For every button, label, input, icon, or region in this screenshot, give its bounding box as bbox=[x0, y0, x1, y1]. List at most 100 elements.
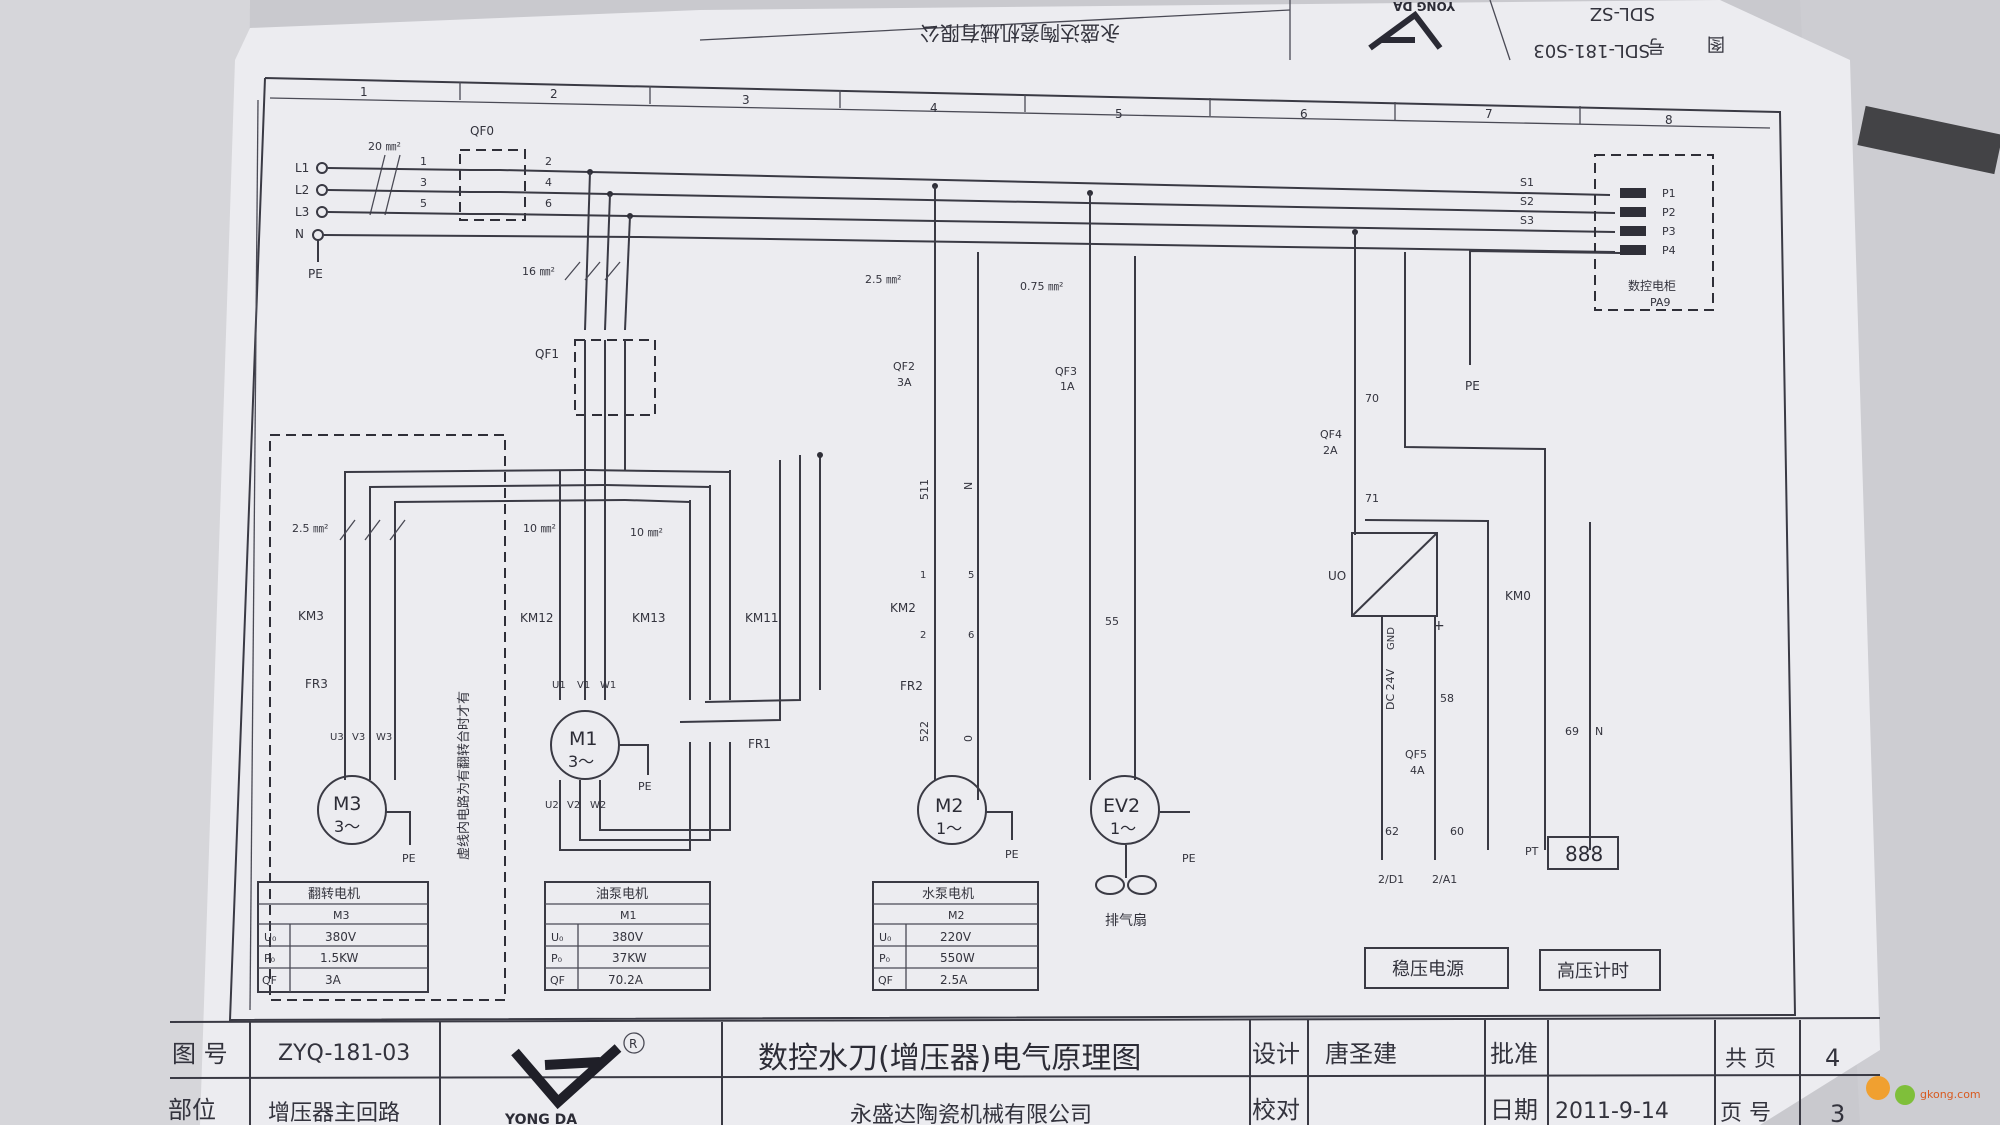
qf3-rating: 1A bbox=[1060, 380, 1075, 393]
feeder-qf1: 16 ㎜² QF1 bbox=[522, 171, 656, 470]
date-value: 2011-9-14 bbox=[1555, 1099, 1669, 1124]
qf5-rating: 4A bbox=[1410, 764, 1425, 777]
pe-label: PE bbox=[308, 267, 323, 281]
svg-text:P₀: P₀ bbox=[879, 952, 891, 965]
port-p1: P1 bbox=[1662, 187, 1676, 200]
svg-text:1: 1 bbox=[420, 155, 427, 168]
qf4-label: QF4 bbox=[1320, 428, 1342, 441]
label-design: 设计 bbox=[1252, 1040, 1300, 1068]
svg-text:U₀: U₀ bbox=[879, 931, 892, 944]
registered-mark: R bbox=[629, 1037, 637, 1051]
svg-text:DC 24V: DC 24V bbox=[1384, 668, 1397, 710]
svg-text:0.75 ㎜²: 0.75 ㎜² bbox=[1020, 280, 1063, 293]
top-page-fragment: 永盛达陶瓷机械有限公 SDL-181-S03 SDL-SZ 号 图 YONG D… bbox=[699, 0, 1725, 61]
svg-text:550W: 550W bbox=[940, 951, 975, 965]
svg-text:2.5A: 2.5A bbox=[940, 973, 968, 987]
svg-text:10 ㎜²: 10 ㎜² bbox=[630, 526, 663, 539]
label-check: 校对 bbox=[1252, 1096, 1300, 1124]
col-6: 6 bbox=[1300, 107, 1308, 121]
m2-name: M2 bbox=[935, 795, 963, 817]
spec-table-m2: 水泵电机 M2 U₀ 220V P₀ 550W QF 2.5A bbox=[872, 881, 1039, 991]
svg-text:6: 6 bbox=[968, 630, 974, 641]
branch-power-supply: 70 QF4 2A 71 UO GND DC 24V + 58 QF5 4A 6… bbox=[1320, 232, 1619, 886]
top-label-tu: 图 bbox=[1707, 33, 1725, 54]
top-brand-text: YONG DA bbox=[1393, 0, 1456, 13]
watermark: gkong.com bbox=[1866, 1076, 1981, 1105]
svg-text:1.5KW: 1.5KW bbox=[320, 951, 359, 965]
m3-name: M3 bbox=[333, 793, 361, 815]
branch-m3: 2.5 ㎜² KM3 FR3 U3 V3 W3 M3 3～ PE bbox=[292, 469, 626, 865]
svg-text:N: N bbox=[1595, 725, 1603, 738]
output-2a1: 2/A1 bbox=[1432, 873, 1457, 886]
branch-m2: 2.5 ㎜² QF2 3A 511 N KM2 FR2 522 0 5 6 1 … bbox=[865, 186, 1019, 861]
pt-label: PT bbox=[1525, 845, 1539, 858]
svg-text:3A: 3A bbox=[325, 973, 342, 987]
watermark-text: gkong.com bbox=[1920, 1088, 1981, 1101]
top-drawing-no-2: SDL-SZ bbox=[1590, 3, 1655, 24]
buwei-value: 增压器主回路 bbox=[268, 1101, 400, 1125]
svg-text:6: 6 bbox=[545, 197, 552, 210]
note-vertical: 虚线内电路为有翻转台时才有 bbox=[456, 691, 472, 860]
spec-table-m3: 翻转电机 M3 U₀ 380V P₀ 1.5KW QF 3A bbox=[257, 881, 429, 993]
svg-text:M2: M2 bbox=[948, 909, 965, 922]
qf2-rating: 3A bbox=[897, 376, 912, 389]
km0-label: KM0 bbox=[1505, 589, 1531, 603]
cnc-box-label: 数控电柜 bbox=[1628, 278, 1676, 293]
col-4: 4 bbox=[930, 101, 938, 115]
svg-text:380V: 380V bbox=[612, 930, 644, 944]
port-p4: P4 bbox=[1662, 244, 1676, 257]
fr2-label: FR2 bbox=[900, 679, 923, 693]
svg-text:0: 0 bbox=[962, 735, 975, 742]
output-2d1: 2/D1 bbox=[1378, 873, 1404, 886]
svg-text:60: 60 bbox=[1450, 825, 1464, 838]
svg-text:QF: QF bbox=[878, 974, 893, 987]
svg-text:U₀: U₀ bbox=[551, 931, 564, 944]
col-3: 3 bbox=[742, 93, 750, 107]
km12-label: KM12 bbox=[520, 611, 554, 625]
busbars: S1 S2 S3 bbox=[323, 167, 1616, 253]
svg-text:QF: QF bbox=[550, 974, 565, 987]
svg-text:W1: W1 bbox=[600, 680, 616, 691]
branch-ev2: 0.75 ㎜² QF3 1A 55 EV2 1～ 排气扇 PE bbox=[1020, 193, 1196, 929]
svg-text:69: 69 bbox=[1565, 725, 1579, 738]
box-regulated-supply: 稳压电源 bbox=[1364, 947, 1509, 989]
qf5-label: QF5 bbox=[1405, 748, 1427, 761]
svg-text:1: 1 bbox=[920, 570, 926, 581]
ev2-sub: 1～ bbox=[1110, 819, 1136, 838]
phase-n: N bbox=[295, 227, 304, 241]
cnc-connector: P1 P2 P3 P4 数控电柜 PA9 PE bbox=[1465, 154, 1714, 393]
fan-label: 排气扇 bbox=[1105, 913, 1147, 929]
m3-sub: 3～ bbox=[334, 817, 360, 836]
svg-text:V1: V1 bbox=[577, 680, 590, 691]
total-pages-value: 4 bbox=[1825, 1044, 1840, 1072]
qf1-label: QF1 bbox=[535, 347, 559, 361]
box-high-pressure-timer: 高压计时 bbox=[1539, 949, 1661, 991]
svg-text:70.2A: 70.2A bbox=[608, 973, 644, 987]
port-p3: P3 bbox=[1662, 225, 1676, 238]
svg-text:W2: W2 bbox=[590, 800, 606, 811]
svg-text:71: 71 bbox=[1365, 492, 1379, 505]
tuhao-value: ZYQ-181-03 bbox=[278, 1041, 410, 1066]
qf3-label: QF3 bbox=[1055, 365, 1077, 378]
svg-text:U1: U1 bbox=[552, 680, 566, 691]
svg-text:+: + bbox=[1433, 618, 1445, 634]
svg-text:V2: V2 bbox=[567, 800, 580, 811]
m1-sub: 3～ bbox=[568, 752, 594, 771]
svg-text:W3: W3 bbox=[376, 732, 392, 743]
svg-text:2: 2 bbox=[920, 630, 926, 641]
drawing-frame bbox=[228, 77, 1797, 1022]
svg-text:5: 5 bbox=[420, 197, 427, 210]
top-company: 永盛达陶瓷机械有限公 bbox=[920, 21, 1120, 45]
incoming-supply: L1 L2 L3 N PE 20 ㎜² QF0 1 3 5 2 4 6 bbox=[295, 124, 552, 281]
phase-l3: L3 bbox=[295, 205, 309, 219]
signal-s1: S1 bbox=[1520, 176, 1534, 189]
label-page-no: 页 号 bbox=[1720, 1101, 1771, 1125]
m2-sub: 1～ bbox=[936, 819, 962, 838]
top-brand-logo: YONG DA bbox=[1368, 0, 1456, 51]
fr3-label: FR3 bbox=[305, 677, 328, 691]
signal-s3: S3 bbox=[1520, 214, 1534, 227]
branch-m1: 10 ㎜² 10 ㎜² KM12 KM13 KM11 U1 V1 W1 M1 3… bbox=[520, 452, 823, 851]
svg-text:PE: PE bbox=[638, 780, 652, 793]
